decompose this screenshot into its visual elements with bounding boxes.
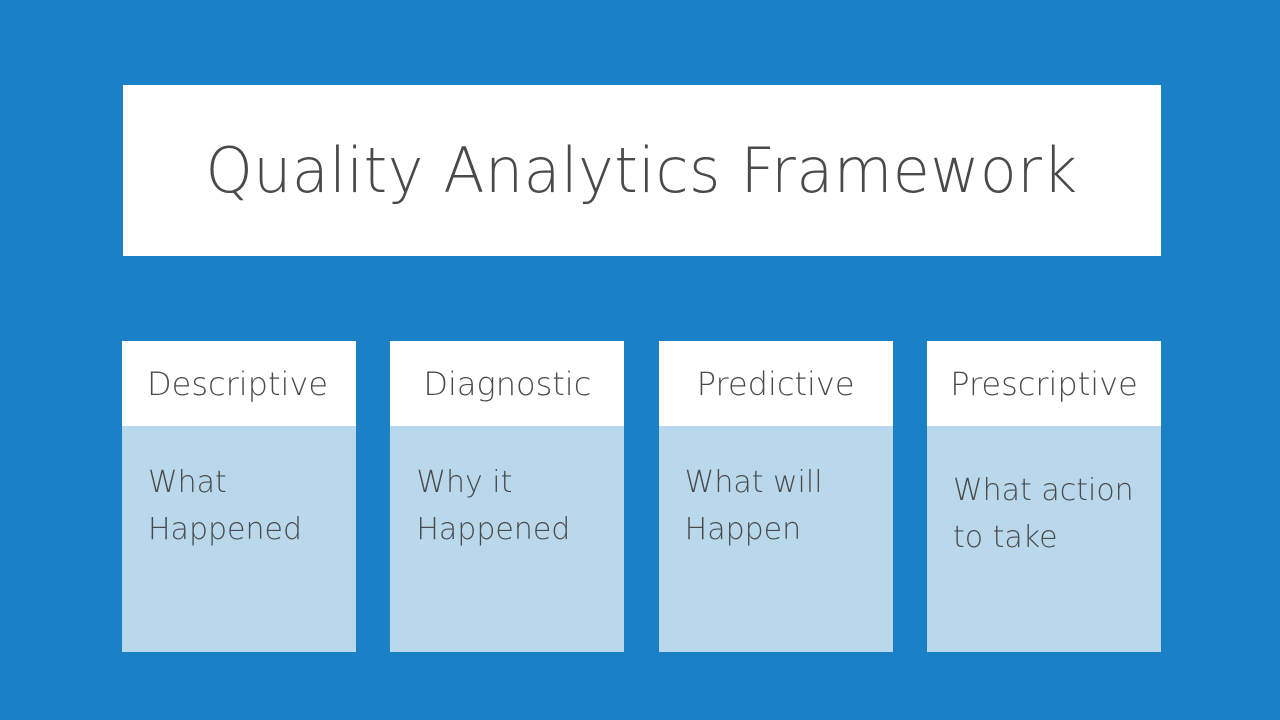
- card-diagnostic-description: Why it Happened: [416, 465, 571, 547]
- card-prescriptive-description: What action to take: [952, 473, 1134, 555]
- analytics-card-row: Descriptive What Happened Diagnostic Why…: [122, 341, 1161, 652]
- card-descriptive-description: What Happened: [148, 465, 302, 547]
- card-diagnostic[interactable]: Diagnostic Why it Happened: [390, 341, 625, 652]
- page-title: Quality Analytics Framework: [205, 133, 1079, 207]
- card-diagnostic-title: Diagnostic: [423, 364, 592, 403]
- card-predictive-title: Predictive: [696, 364, 855, 403]
- card-predictive-header: Predictive: [658, 341, 893, 426]
- card-descriptive-title: Descriptive: [147, 364, 329, 403]
- card-descriptive-header: Descriptive: [122, 341, 356, 426]
- card-predictive-body: What will Happen: [658, 426, 893, 652]
- card-predictive[interactable]: Predictive What will Happen: [658, 341, 893, 652]
- card-prescriptive[interactable]: Prescriptive What action to take: [926, 341, 1161, 652]
- card-diagnostic-body: Why it Happened: [390, 426, 625, 652]
- card-prescriptive-header: Prescriptive: [926, 341, 1161, 426]
- card-predictive-description: What will Happen: [684, 465, 823, 547]
- card-diagnostic-header: Diagnostic: [390, 341, 625, 426]
- card-descriptive[interactable]: Descriptive What Happened: [122, 341, 356, 652]
- title-block: Quality Analytics Framework: [123, 85, 1161, 256]
- card-descriptive-body: What Happened: [122, 426, 356, 652]
- card-prescriptive-body: What action to take: [926, 426, 1161, 652]
- card-prescriptive-title: Prescriptive: [950, 364, 1138, 403]
